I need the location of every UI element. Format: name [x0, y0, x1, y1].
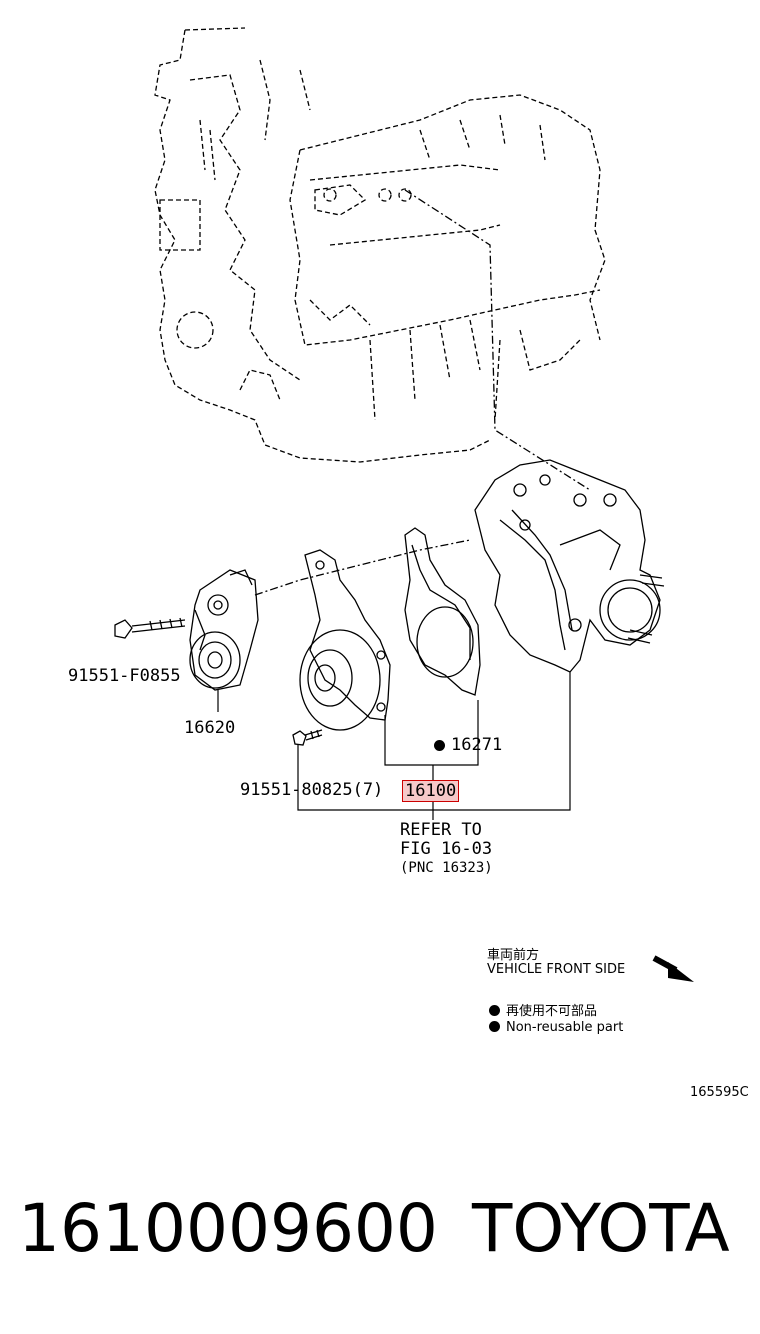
- part-label-16271[interactable]: 16271: [434, 735, 502, 755]
- part-label-16100[interactable]: 16100: [402, 780, 460, 802]
- legend-nonreuse-en-text: Non-reusable part: [506, 1020, 624, 1035]
- legend-front-jp: 車両前方: [487, 948, 540, 963]
- bolt-91551-80825: [292, 729, 323, 746]
- part-label-91551-F0855[interactable]: 91551-F0855: [68, 666, 181, 686]
- bolt-91551-F0855: [114, 617, 186, 639]
- engine-block-outline: [154, 27, 606, 463]
- assembly-leaders: [254, 189, 591, 596]
- tensioner-assembly-16620: [189, 569, 259, 691]
- water-pump-16100: [474, 459, 665, 673]
- legend-nonreuse-en: Non-reusable part: [489, 1020, 623, 1035]
- refer-line-2: FIG 16-03: [400, 839, 493, 859]
- idler-pulley-bracket: [299, 549, 391, 731]
- footer-part-number: 1610009600: [18, 1190, 438, 1267]
- refer-line-3: (PNC 16323): [400, 860, 493, 876]
- part-label-16271-text: 16271: [451, 735, 503, 755]
- part-label-16620[interactable]: 16620: [184, 718, 236, 738]
- legend-nonreuse-jp-text: 再使用不可部品: [506, 1004, 598, 1019]
- callout-lines: [217, 672, 571, 820]
- non-reusable-dot-icon: [434, 740, 445, 751]
- figure-code: 165595C: [690, 1085, 749, 1100]
- legend-front-en: VEHICLE FRONT SIDE: [487, 962, 626, 977]
- refer-line-1: REFER TO: [400, 820, 482, 840]
- footer-brand: TOYOTA: [472, 1190, 730, 1267]
- legend-nonreuse-jp: 再使用不可部品: [489, 1000, 597, 1019]
- arrow-vehicle-front-icon: [652, 955, 694, 982]
- gasket-16271: [404, 527, 481, 696]
- non-reusable-legend-dot-icon-2: [489, 1021, 500, 1032]
- part-label-91551-80825[interactable]: 91551-80825(7): [240, 780, 384, 800]
- non-reusable-legend-dot-icon: [489, 1005, 500, 1016]
